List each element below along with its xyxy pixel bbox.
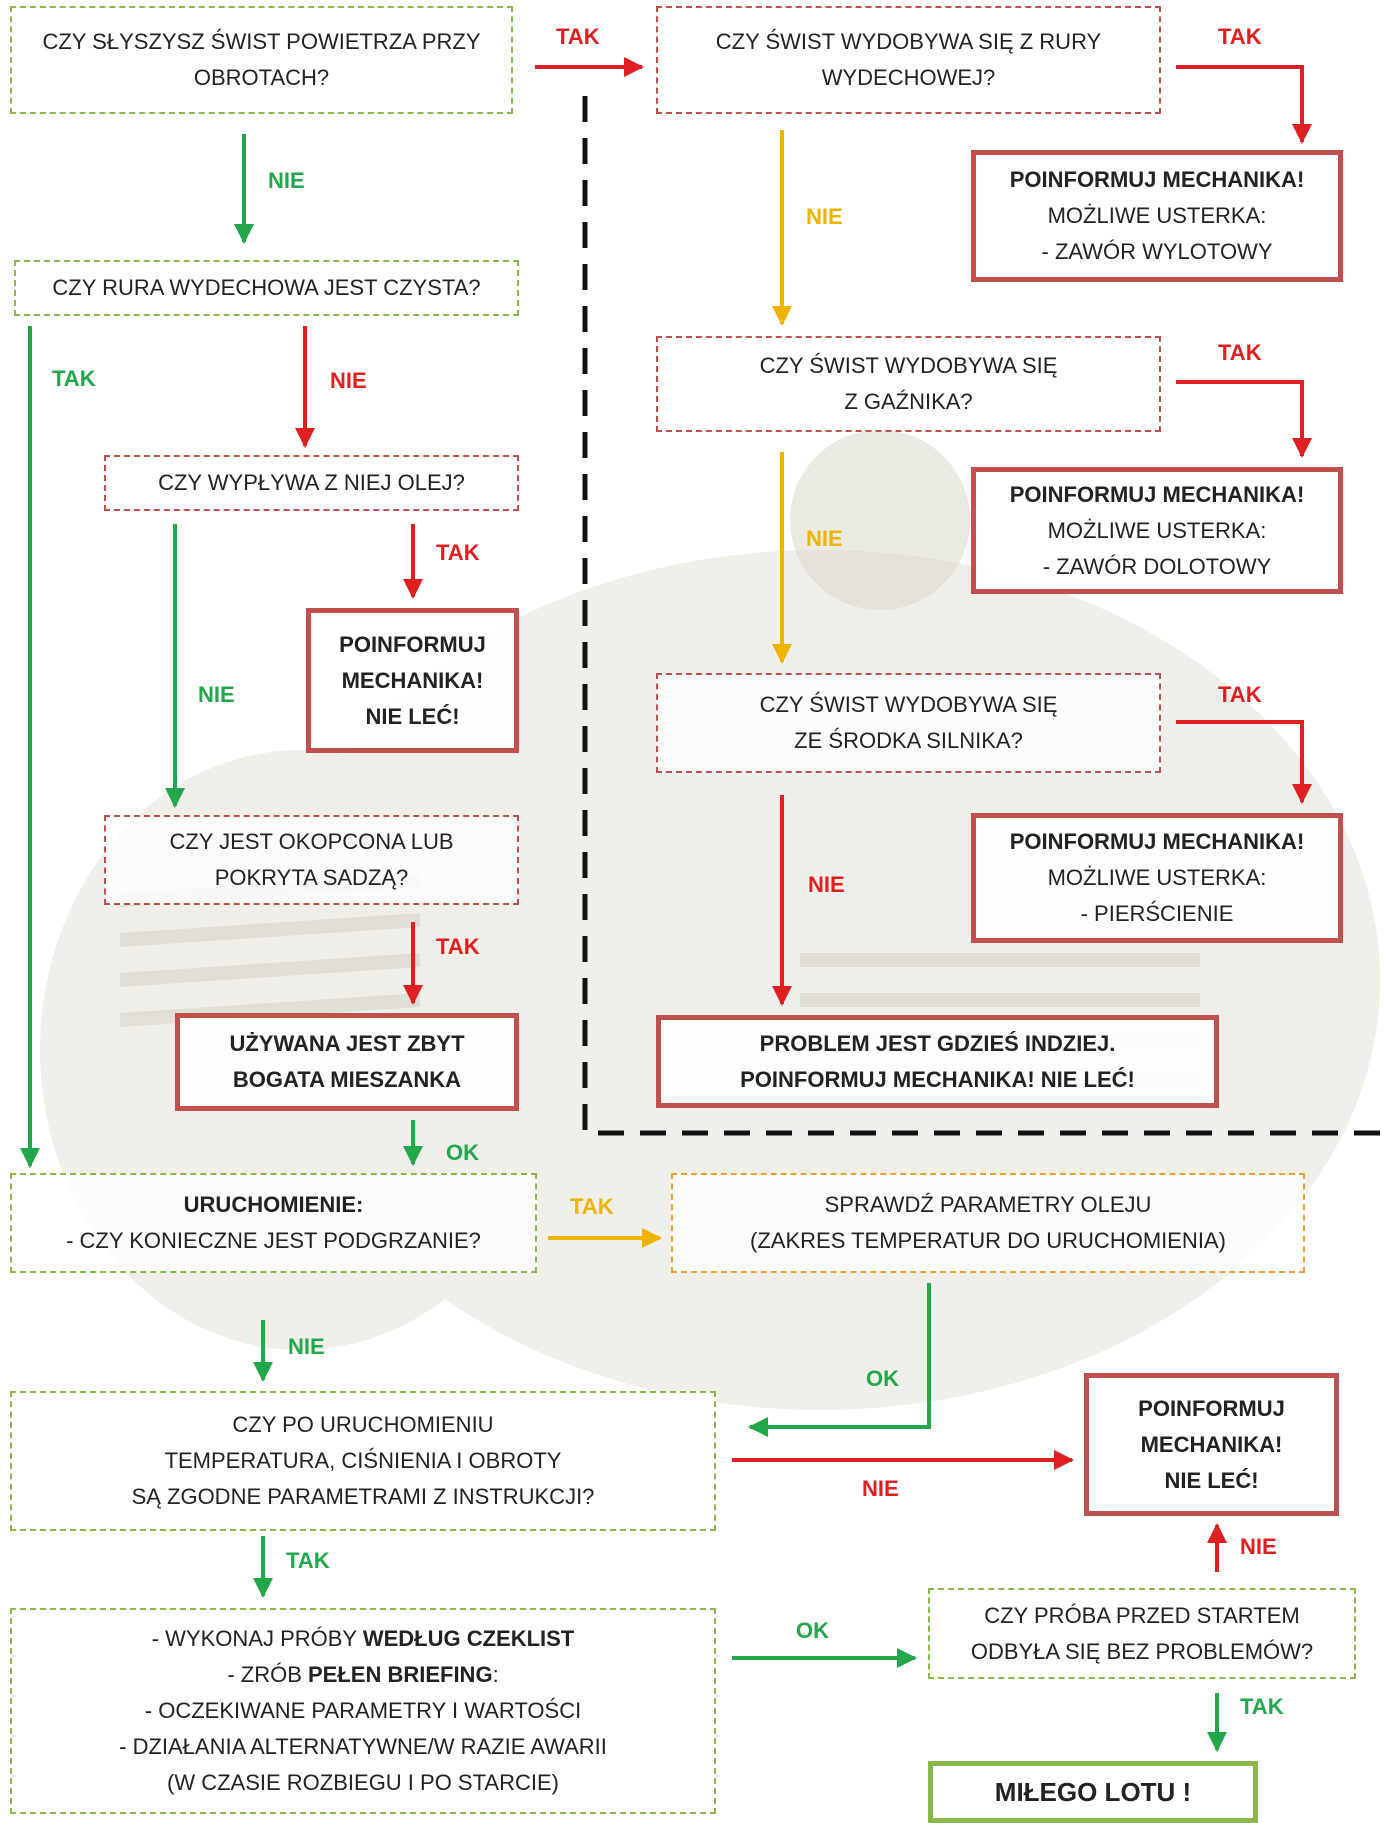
- label-tak: TAK: [436, 934, 480, 959]
- question-carburetor-box: CZY ŚWIST WYDOBYWA SIĘ Z GAŹNIKA?: [656, 336, 1161, 432]
- text-line: POINFORMUJ: [339, 631, 486, 657]
- question-after-start-parameters-box: CZY PO URUCHOMIENIU TEMPERATURA, CIŚNIEN…: [10, 1391, 716, 1531]
- text-line: - ZAWÓR WYLOTOWY: [1041, 239, 1273, 264]
- text-line: CZY ŚWIST WYDOBYWA SIĘ: [759, 692, 1058, 717]
- label-tak: TAK: [52, 366, 96, 391]
- label-nie: NIE: [268, 168, 305, 193]
- text-line: WYDECHOWEJ?: [821, 65, 996, 90]
- text-line: MOŻLIWE USTERKA:: [1047, 517, 1267, 543]
- question-oil-leak-box: CZY WYPŁYWA Z NIEJ OLEJ?: [104, 455, 519, 511]
- result-exhaust-valve-box: POINFORMUJ MECHANIKA! MOŻLIWE USTERKA: -…: [971, 150, 1343, 282]
- question-engine-interior-box: CZY ŚWIST WYDOBYWA SIĘ ZE ŚRODKA SILNIKA…: [656, 673, 1161, 773]
- label-tak: TAK: [1218, 340, 1262, 365]
- text-line: - WYKONAJ PRÓBY WEDŁUG CZEKLIST: [152, 1621, 575, 1657]
- text-line: CZY SŁYSZYSZ ŚWIST POWIETRZA PRZY: [42, 29, 481, 54]
- text-line: ZE ŚRODKA SILNIKA?: [794, 728, 1023, 753]
- text-span: - WYKONAJ PRÓBY: [151, 1626, 363, 1651]
- label-tak: TAK: [556, 24, 600, 49]
- text-line: - ZAWÓR DOLOTOWY: [1042, 553, 1272, 579]
- label-tak: TAK: [1240, 1694, 1284, 1719]
- text-line: PROBLEM JEST GDZIEŚ INDZIEJ.: [759, 1030, 1116, 1056]
- text-line: POINFORMUJ MECHANIKA!: [1009, 829, 1305, 854]
- text-line: ODBYŁA SIĘ BEZ PROBLEMÓW?: [970, 1638, 1314, 1664]
- text-bold: WEDŁUG CZEKLIST: [362, 1626, 575, 1651]
- label-nie: NIE: [330, 368, 367, 393]
- result-problem-elsewhere-box: PROBLEM JEST GDZIEŚ INDZIEJ. POINFORMUJ …: [656, 1015, 1219, 1108]
- text-line: - ZRÓB PEŁEN BRIEFING:: [227, 1657, 498, 1693]
- label-ok: OK: [866, 1366, 899, 1391]
- text-line: NIE LEĆ!: [365, 703, 460, 729]
- label-nie: NIE: [806, 204, 843, 229]
- label-nie: NIE: [808, 872, 845, 897]
- text-line: URUCHOMIENIE:: [183, 1192, 364, 1217]
- label-nie: NIE: [862, 1476, 899, 1501]
- text-line: NIE LEĆ!: [1164, 1467, 1259, 1493]
- label-tak: TAK: [1218, 682, 1262, 707]
- text-line: - CZY KONIECZNE JEST PODGRZANIE?: [66, 1228, 481, 1253]
- text-line: OBROTACH?: [193, 65, 330, 90]
- text-line: POKRYTA SADZĄ?: [214, 865, 409, 890]
- label-nie: NIE: [198, 682, 235, 707]
- text-line: POINFORMUJ MECHANIKA!: [1009, 167, 1305, 192]
- label-ok: OK: [446, 1140, 479, 1165]
- question-startup-preheat-box: URUCHOMIENIE: - CZY KONIECZNE JEST PODGR…: [10, 1173, 537, 1273]
- result-rich-mixture-box: UŻYWANA JEST ZBYT BOGATA MIESZANKA: [175, 1013, 519, 1111]
- question-whistle-box: CZY SŁYSZYSZ ŚWIST POWIETRZA PRZY OBROTA…: [10, 6, 513, 114]
- text-line: SĄ ZGODNE PARAMETRAMI Z INSTRUKCJI?: [131, 1484, 595, 1509]
- text-line: Z GAŹNIKA?: [844, 389, 973, 414]
- text-line: UŻYWANA JEST ZBYT: [229, 1031, 465, 1056]
- question-pre-takeoff-test-box: CZY PRÓBA PRZED STARTEM ODBYŁA SIĘ BEZ P…: [928, 1588, 1356, 1679]
- label-nie: NIE: [288, 1334, 325, 1359]
- result-no-fly-box-1: POINFORMUJ MECHANIKA! NIE LEĆ!: [306, 608, 519, 753]
- label-tak: TAK: [570, 1194, 614, 1219]
- result-rings-box: POINFORMUJ MECHANIKA! MOŻLIWE USTERKA: -…: [971, 813, 1343, 943]
- text-line: POINFORMUJ MECHANIKA! NIE LEĆ!: [740, 1066, 1135, 1092]
- label-tak: TAK: [1218, 24, 1262, 49]
- question-soot-box: CZY JEST OKOPCONA LUB POKRYTA SADZĄ?: [104, 815, 519, 905]
- label-tak: TAK: [436, 540, 480, 565]
- text-line: CZY PO URUCHOMIENIU: [232, 1412, 494, 1437]
- text-line: CZY RURA WYDECHOWA JEST CZYSTA?: [52, 275, 481, 300]
- text-line: CZY ŚWIST WYDOBYWA SIĘ Z RURY: [715, 29, 1102, 54]
- text-line: CZY JEST OKOPCONA LUB: [169, 829, 454, 854]
- text-line: (ZAKRES TEMPERATUR DO URUCHOMIENIA): [750, 1228, 1226, 1253]
- label-nie: NIE: [806, 526, 843, 551]
- result-have-nice-flight-box: MIŁEGO LOTU !: [928, 1761, 1258, 1823]
- result-intake-valve-box: POINFORMUJ MECHANIKA! MOŻLIWE USTERKA: -…: [971, 467, 1343, 594]
- text-line: CZY ŚWIST WYDOBYWA SIĘ: [759, 353, 1058, 378]
- text-bold: PEŁEN BRIEFING: [307, 1662, 493, 1687]
- text-line: MOŻLIWE USTERKA:: [1047, 865, 1267, 890]
- text-line: TEMPERATURA, CIŚNIENIA I OBROTY: [164, 1448, 562, 1473]
- question-exhaust-whistle-box: CZY ŚWIST WYDOBYWA SIĘ Z RURY WYDECHOWEJ…: [656, 6, 1161, 114]
- text-line: POINFORMUJ: [1138, 1395, 1285, 1421]
- text-span: - ZRÓB: [227, 1662, 308, 1687]
- text-line: MIŁEGO LOTU !: [994, 1777, 1192, 1807]
- text-line: CZY WYPŁYWA Z NIEJ OLEJ?: [158, 470, 465, 495]
- text-line: - PIERŚCIENIE: [1080, 901, 1234, 926]
- result-no-fly-box-2: POINFORMUJ MECHANIKA! NIE LEĆ!: [1084, 1373, 1339, 1516]
- checklist-briefing-box: - WYKONAJ PRÓBY WEDŁUG CZEKLIST - ZRÓB P…: [10, 1608, 716, 1814]
- text-span: :: [492, 1662, 499, 1687]
- check-oil-parameters-box: SPRAWDŹ PARAMETRY OLEJU (ZAKRES TEMPERAT…: [671, 1173, 1305, 1273]
- label-ok: OK: [796, 1618, 829, 1643]
- question-exhaust-clean-box: CZY RURA WYDECHOWA JEST CZYSTA?: [14, 260, 519, 316]
- label-nie: NIE: [1240, 1534, 1277, 1559]
- label-tak: TAK: [286, 1548, 330, 1573]
- text-line: MECHANIKA!: [341, 667, 484, 693]
- text-line: - OCZEKIWANE PARAMETRY I WARTOŚCI: [144, 1698, 582, 1723]
- text-line: MECHANIKA!: [1140, 1431, 1283, 1457]
- text-line: MOŻLIWE USTERKA:: [1047, 203, 1267, 228]
- text-line: POINFORMUJ MECHANIKA!: [1009, 481, 1305, 507]
- text-line: - DZIAŁANIA ALTERNATYWNE/W RAZIE AWARII: [119, 1734, 607, 1759]
- text-line: BOGATA MIESZANKA: [232, 1067, 462, 1092]
- text-line: CZY PRÓBA PRZED STARTEM: [984, 1602, 1300, 1628]
- text-line: SPRAWDŹ PARAMETRY OLEJU: [824, 1192, 1152, 1217]
- text-line: (W CZASIE ROZBIEGU I PO STARCIE): [167, 1770, 559, 1795]
